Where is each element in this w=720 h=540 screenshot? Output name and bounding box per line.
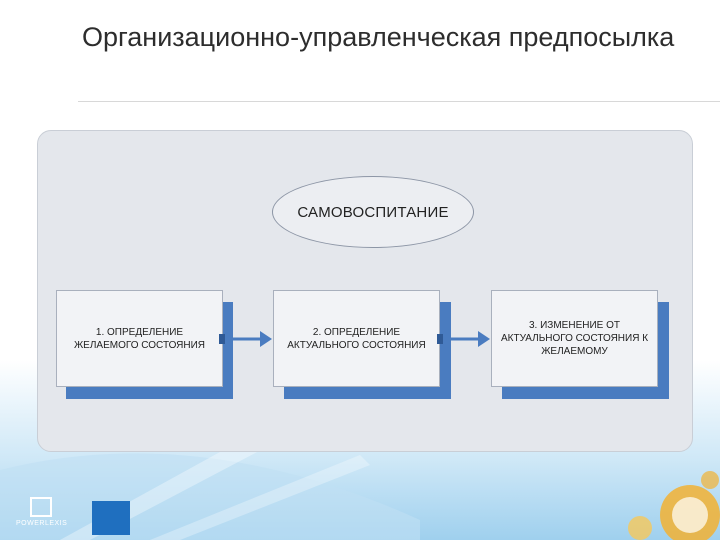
- step-1-box: 1. ОПРЕДЕЛЕНИЕ ЖЕЛАЕМОГО СОСТОЯНИЯ: [56, 290, 223, 387]
- arrow-2-to-3: [437, 331, 490, 347]
- footer-accent-square: [92, 501, 130, 535]
- arrow-1-to-2: [219, 331, 272, 347]
- top-node-ellipse: САМОВОСПИТАНИЕ: [272, 176, 474, 248]
- title-divider: [78, 101, 720, 102]
- step-3-box: 3. ИЗМЕНЕНИЕ ОТ АКТУАЛЬНОГО СОСТОЯНИЯ К …: [491, 290, 658, 387]
- step-2-label: 2. ОПРЕДЕЛЕНИЕ АКТУАЛЬНОГО СОСТОЯНИЯ: [287, 326, 426, 351]
- step-3-label: 3. ИЗМЕНЕНИЕ ОТ АКТУАЛЬНОГО СОСТОЯНИЯ К …: [500, 320, 649, 357]
- logo-icon: [30, 497, 52, 517]
- logo-text: POWERLEXIS: [16, 520, 68, 527]
- step-2-box: 2. ОПРЕДЕЛЕНИЕ АКТУАЛЬНОГО СОСТОЯНИЯ: [273, 290, 440, 387]
- top-node-label: САМОВОСПИТАНИЕ: [297, 203, 449, 221]
- page-title: Организационно-управленческая предпосылк…: [82, 22, 675, 52]
- step-1-label: 1. ОПРЕДЕЛЕНИЕ ЖЕЛАЕМОГО СОСТОЯНИЯ: [73, 326, 206, 351]
